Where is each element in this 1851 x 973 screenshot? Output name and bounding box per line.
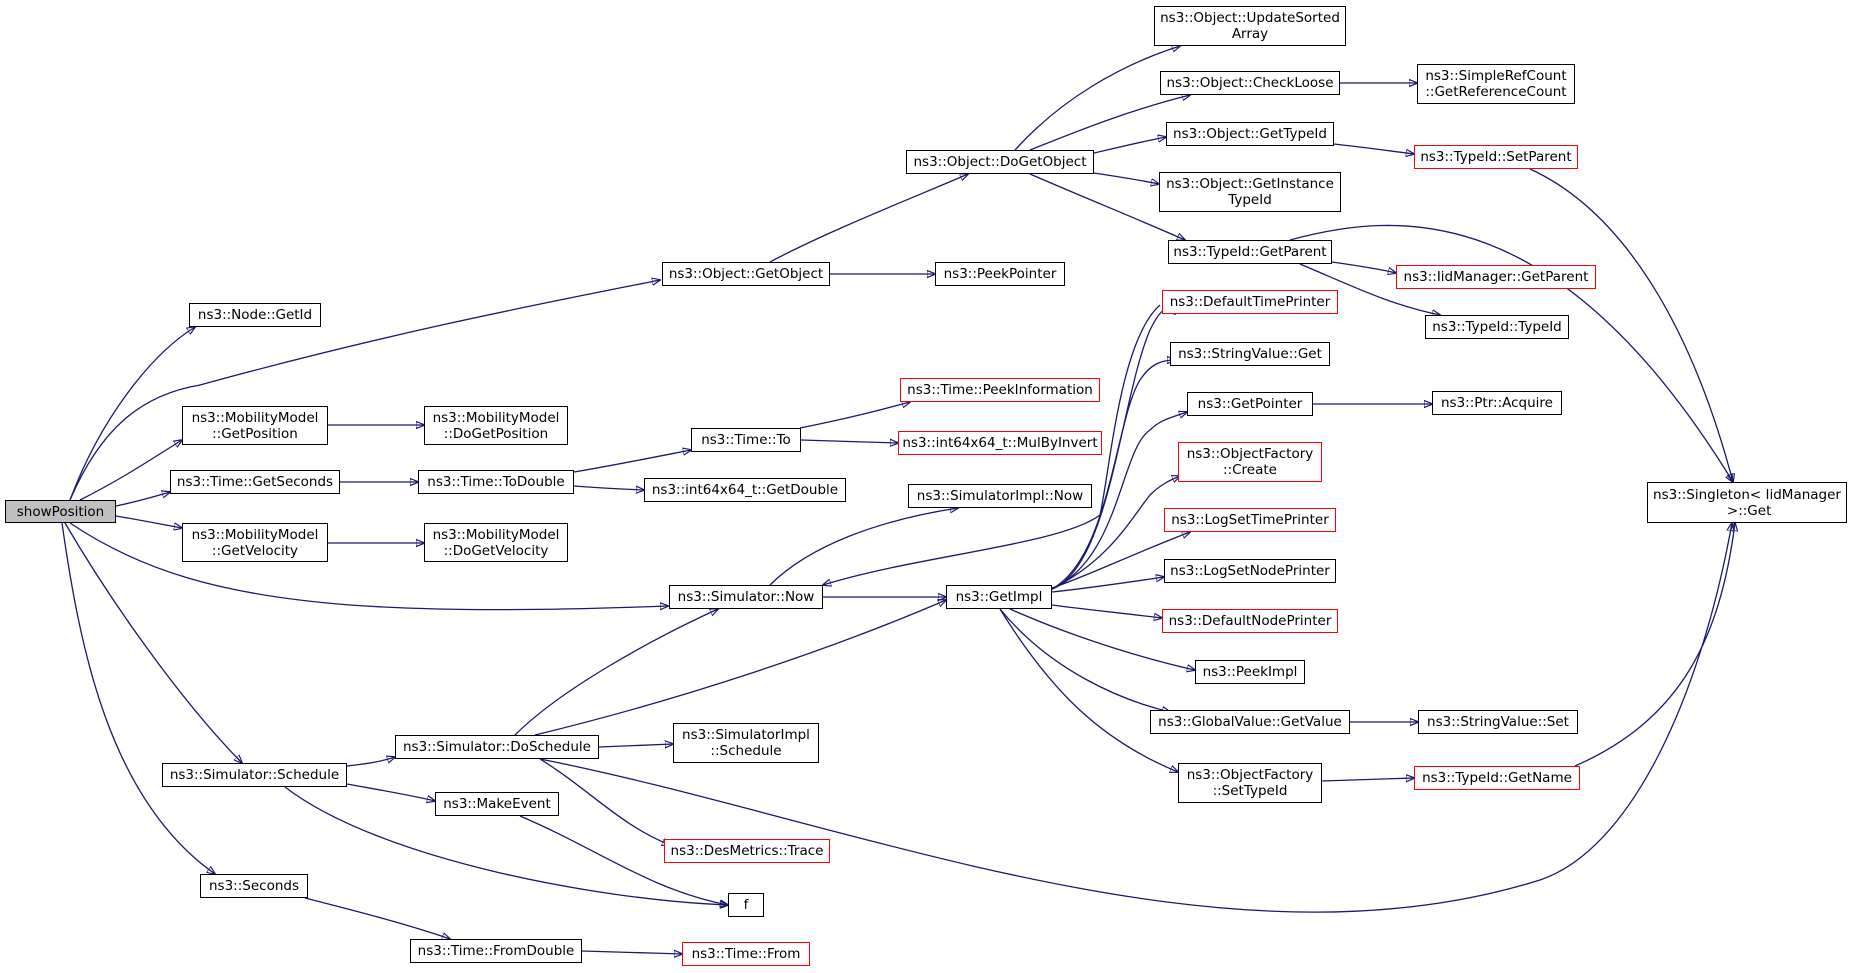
edge-showPosition-to-Seconds <box>61 522 215 874</box>
edge-Object-DoGetObject-to-GetInstanceTypeId <box>1093 172 1159 184</box>
node-TypeId-TypeId[interactable]: ns3::TypeId::TypeId <box>1425 315 1569 339</box>
node-Object-DoGetObject[interactable]: ns3::Object::DoGetObject <box>906 150 1094 174</box>
edge-GetImpl-to-LogSetTimePrinter <box>1051 532 1190 589</box>
node-LogSetNodePrinter[interactable]: ns3::LogSetNodePrinter <box>1164 559 1336 583</box>
node-Simulator-DoSchedule[interactable]: ns3::Simulator::DoSchedule <box>395 735 599 759</box>
node-Object-GetTypeId[interactable]: ns3::Object::GetTypeId <box>1166 122 1334 146</box>
node-MobilityModel-DoGetPosition[interactable]: ns3::MobilityModel ::DoGetPosition <box>424 406 568 445</box>
node-Time-GetSeconds[interactable]: ns3::Time::GetSeconds <box>170 470 340 494</box>
node-TypeId-GetName[interactable]: ns3::TypeId::GetName <box>1414 766 1580 790</box>
edge-TypeId-GetParent-to-IidManager-GetParent <box>1331 261 1396 273</box>
edge-showPosition-to-Node-GetId <box>69 327 195 501</box>
node-Time-PeekInformation[interactable]: ns3::Time::PeekInformation <box>900 378 1100 402</box>
node-Singleton-IidManager-Get[interactable]: ns3::Singleton< IidManager >::Get <box>1647 482 1847 523</box>
edge-Simulator-DoSchedule-to-SimulatorImpl-Schedule <box>598 744 673 747</box>
node-MakeEvent[interactable]: ns3::MakeEvent <box>435 792 559 816</box>
edge-GetImpl-to-ObjectFactory-Create <box>1049 476 1180 591</box>
node-DefaultTimePrinter[interactable]: ns3::DefaultTimePrinter <box>1162 290 1338 314</box>
node-TypeId-GetParent[interactable]: ns3::TypeId::GetParent <box>1168 240 1332 264</box>
node-Simulator-Schedule[interactable]: ns3::Simulator::Schedule <box>162 763 347 787</box>
edge-TypeId-GetParent-to-Singleton-Get <box>1289 224 1733 482</box>
node-Time-From[interactable]: ns3::Time::From <box>682 942 810 966</box>
edge-Simulator-Schedule-to-DoSchedule <box>346 757 395 767</box>
edge-showPosition-to-MobilityModel-GetPosition <box>79 440 182 501</box>
node-IidManager-GetParent[interactable]: ns3::IidManager::GetParent <box>1396 265 1596 289</box>
edge-Simulator-Now-to-SimulatorImpl-Now <box>769 508 958 586</box>
node-MobilityModel-GetPosition[interactable]: ns3::MobilityModel ::GetPosition <box>182 406 328 445</box>
node-Object-GetObject[interactable]: ns3::Object::GetObject <box>662 262 830 286</box>
node-Node-GetId[interactable]: ns3::Node::GetId <box>189 303 321 327</box>
node-Object-CheckLoose[interactable]: ns3::Object::CheckLoose <box>1160 71 1340 95</box>
node-ObjectFactory-Create[interactable]: ns3::ObjectFactory ::Create <box>1178 442 1322 482</box>
node-int64x64-GetDouble[interactable]: ns3::int64x64_t::GetDouble <box>644 478 846 502</box>
edge-Time-To-to-Time-PeekInformation <box>799 402 910 429</box>
edge-TypeId-GetParent-to-TypeId-TypeId <box>1299 263 1440 315</box>
node-DesMetrics-Trace[interactable]: ns3::DesMetrics::Trace <box>664 839 830 863</box>
node-Simulator-Now[interactable]: ns3::Simulator::Now <box>669 585 823 609</box>
edge-GetImpl-to-ObjectFactory-SetTypeId <box>999 608 1178 772</box>
node-Object-GetInstanceTypeId[interactable]: ns3::Object::GetInstance TypeId <box>1159 172 1341 212</box>
node-MobilityModel-GetVelocity[interactable]: ns3::MobilityModel ::GetVelocity <box>182 523 328 562</box>
edge-Object-DoGetObject-to-UpdateSortedArray <box>1014 46 1180 151</box>
edge-GetImpl-to-DefaultNodePrinter <box>1051 604 1162 618</box>
node-LogSetTimePrinter[interactable]: ns3::LogSetTimePrinter <box>1164 508 1336 532</box>
node-Time-FromDouble[interactable]: ns3::Time::FromDouble <box>410 939 582 963</box>
edge-TypeId-GetName-to-Singleton-Get <box>1574 523 1735 767</box>
node-int64x64-MulByInvert[interactable]: ns3::int64x64_t::MulByInvert <box>898 431 1102 455</box>
edge-Simulator-DoSchedule-to-Simulator-Now <box>514 609 718 736</box>
node-DefaultNodePrinter[interactable]: ns3::DefaultNodePrinter <box>1162 609 1338 633</box>
node-Time-ToDouble[interactable]: ns3::Time::ToDouble <box>418 470 574 494</box>
edge-Simulator-DoSchedule-to-Singleton-Get <box>539 523 1732 913</box>
edge-Time-ToDouble-to-int64x64-GetDouble <box>573 486 644 490</box>
node-SimulatorImpl-Schedule[interactable]: ns3::SimulatorImpl ::Schedule <box>673 723 819 763</box>
edge-Seconds-to-Time-FromDouble <box>304 897 450 939</box>
edge-Object-GetTypeId-to-TypeId-SetParent <box>1333 143 1414 154</box>
edge-showPosition-to-MobilityModel-GetVelocity <box>115 515 182 528</box>
edge-Object-DoGetObject-to-CheckLoose <box>1029 95 1190 151</box>
edge-Simulator-DoSchedule-to-DesMetrics-Trace <box>539 758 670 845</box>
node-SimpleRefCount-GetReferenceCount[interactable]: ns3::SimpleRefCount ::GetReferenceCount <box>1417 64 1575 104</box>
node-Time-To[interactable]: ns3::Time::To <box>691 428 801 452</box>
edge-GetImpl-to-StringValue-Get <box>1049 360 1175 591</box>
edge-GetImpl-to-LogSetNodePrinter <box>1051 577 1164 593</box>
edge-showPosition-to-Time-GetSeconds <box>115 492 170 507</box>
node-SimulatorImpl-Now[interactable]: ns3::SimulatorImpl::Now <box>908 484 1092 508</box>
edge-Object-GetObject-to-Object-DoGetObject <box>769 174 968 263</box>
edge-MakeEvent-to-f <box>519 815 728 905</box>
edge-ObjectFactory-SetTypeId-to-TypeId-GetName <box>1321 778 1414 781</box>
node-Ptr-Acquire[interactable]: ns3::Ptr::Acquire <box>1432 391 1562 415</box>
edge-showPosition-to-Object-GetObject <box>69 280 660 501</box>
node-Object-UpdateSortedArray[interactable]: ns3::Object::UpdateSorted Array <box>1154 6 1346 46</box>
node-MobilityModel-DoGetVelocity[interactable]: ns3::MobilityModel ::DoGetVelocity <box>424 523 568 562</box>
edge-GetImpl-to-GetPointer <box>1049 412 1187 591</box>
edge-Time-ToDouble-to-Time-To <box>573 450 691 473</box>
edge-Time-To-to-int64x64-MulByInvert <box>800 440 898 443</box>
edge-Simulator-DoSchedule-to-GetImpl <box>534 600 946 736</box>
edge-Simulator-Schedule-to-MakeEvent <box>346 783 435 801</box>
edge-TypeId-SetParent-to-Singleton-Get <box>1529 168 1733 482</box>
node-GetImpl[interactable]: ns3::GetImpl <box>946 585 1052 609</box>
node-PeekImpl[interactable]: ns3::PeekImpl <box>1195 660 1305 684</box>
edge-GetImpl-to-PeekImpl <box>1009 608 1195 670</box>
edge-showPosition-to-Simulator-Schedule <box>64 522 242 763</box>
node-ObjectFactory-SetTypeId[interactable]: ns3::ObjectFactory ::SetTypeId <box>1178 763 1322 803</box>
edge-Object-DoGetObject-to-TypeId-GetParent <box>1029 173 1185 240</box>
node-GlobalValue-GetValue[interactable]: ns3::GlobalValue::GetValue <box>1150 710 1350 734</box>
edge-showPosition-to-Simulator-Now <box>69 522 668 610</box>
edge-Simulator-Schedule-to-f <box>284 786 728 905</box>
node-GetPointer[interactable]: ns3::GetPointer <box>1187 392 1313 416</box>
node-TypeId-SetParent[interactable]: ns3::TypeId::SetParent <box>1414 145 1578 169</box>
node-Seconds[interactable]: ns3::Seconds <box>200 874 308 898</box>
node-PeekPointer[interactable]: ns3::PeekPointer <box>935 262 1065 286</box>
edge-GetImpl-to-GlobalValue-GetValue <box>999 608 1170 712</box>
edge-Time-FromDouble-to-Time-From <box>581 951 682 954</box>
node-StringValue-Set[interactable]: ns3::StringValue::Set <box>1418 710 1578 734</box>
node-StringValue-Get[interactable]: ns3::StringValue::Get <box>1170 342 1330 366</box>
node-showPosition[interactable]: showPosition <box>5 500 116 523</box>
node-f[interactable]: f <box>728 893 764 917</box>
edge-Object-DoGetObject-to-Object-GetTypeId <box>1093 137 1166 154</box>
